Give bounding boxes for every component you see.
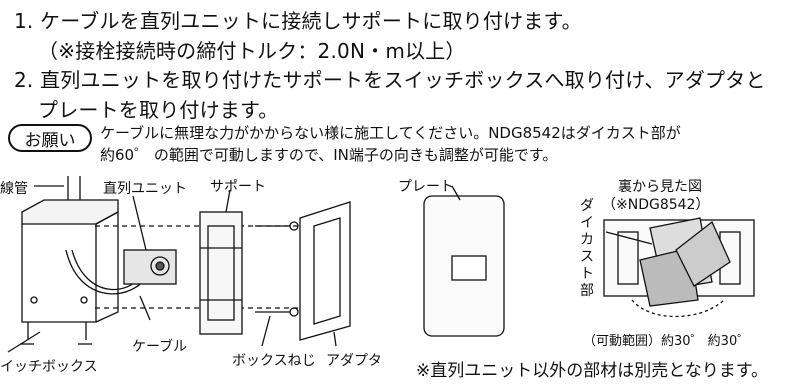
diecast-char: 部 [580, 283, 594, 299]
label-movable-range: （可動範囲）約30゜ 約30゜ [583, 334, 751, 349]
request-badge-label: お願い [24, 130, 76, 151]
alignment-lines [95, 225, 300, 309]
wall-plate [423, 185, 505, 337]
label-support: サポート [210, 179, 266, 195]
diecast-char: イ [580, 215, 594, 231]
diecast-char: ダ [580, 198, 594, 214]
diecast-char: カ [580, 232, 594, 248]
box-screws [255, 221, 299, 347]
label-series-unit: 直列ユニット [103, 181, 187, 197]
series-unit-module [123, 195, 177, 285]
rear-view-unit [603, 217, 755, 318]
label-rear-model: （※NDG8542） [602, 197, 710, 213]
label-adapter: アダプタ [326, 353, 382, 369]
step2-text-line1: 2. 直列ユニットを取り付けたサポートをスイッチボックスへ取り付け、アダプタと [14, 68, 766, 92]
request-badge: お願い [8, 124, 92, 152]
switch-box [7, 199, 119, 353]
adapter-frame [299, 201, 351, 347]
step1-text: 1. ケーブルを直列ユニットに接続しサポートに取り付けます。 [14, 9, 582, 33]
label-box-screw: ボックスねじ [232, 353, 316, 369]
label-diecast: ダ イ カ ス ト 部 [578, 198, 596, 300]
label-rear-view: 裏から見た図 [618, 179, 702, 195]
label-switch-box: イッチボックス [0, 359, 98, 375]
diecast-char: ス [580, 249, 594, 265]
request-text-line1: ケーブルに無理な力がかからない様に施工してください。NDG8542はダイカスト部… [100, 124, 681, 142]
step1-note: （※接栓接続時の締付トルク：2.0N・m以上） [38, 39, 466, 63]
label-conduit: 線管 [0, 181, 28, 197]
request-text-line2: 約60゜ の範囲で可動しますので、IN端子の向きも調整が可能です。 [100, 146, 558, 164]
footnote: ※直列ユニット以外の部材は別売となります。 [416, 361, 769, 381]
label-plate: プレート [398, 179, 454, 195]
support-frame [199, 189, 243, 335]
label-cable: ケーブル [132, 339, 188, 355]
step2-text-line2: プレートを取り付けます。 [38, 98, 279, 122]
diecast-char: ト [580, 266, 594, 282]
